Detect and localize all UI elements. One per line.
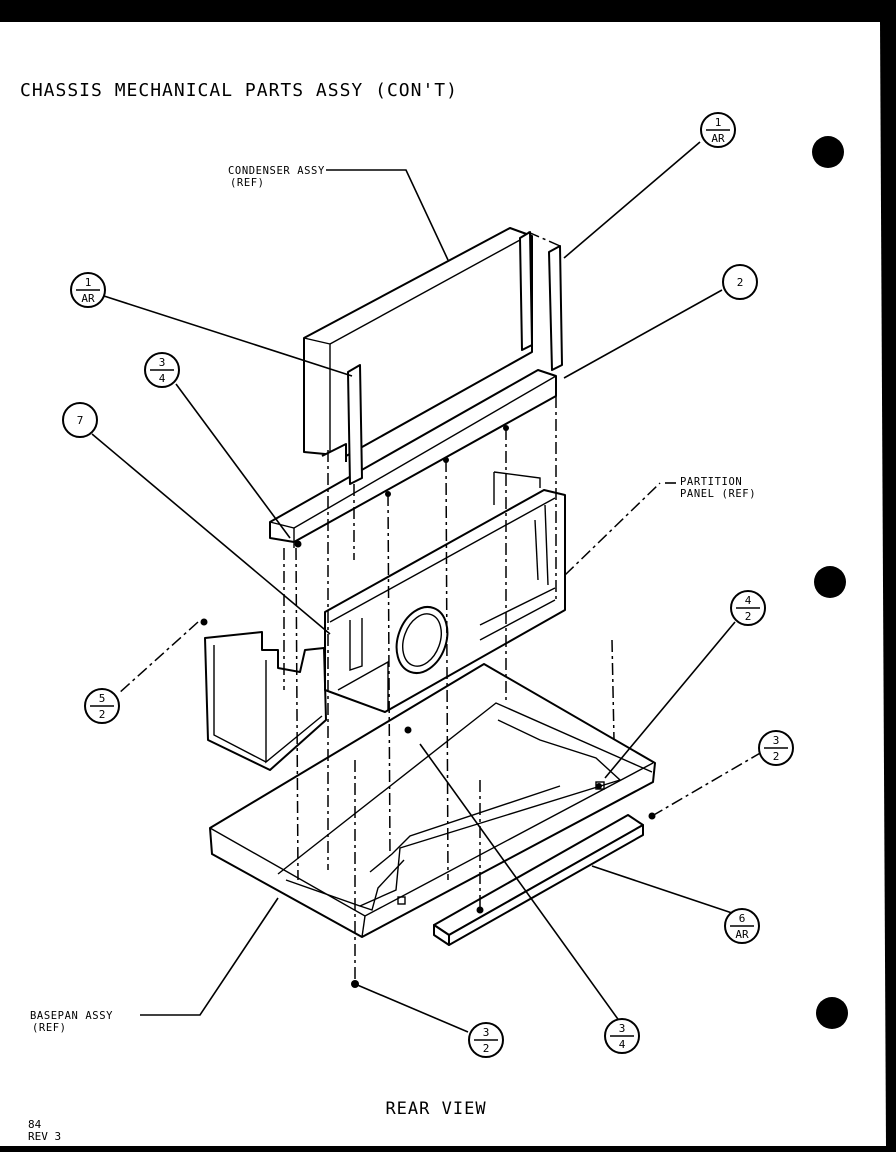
callout-c2: 1 AR	[70, 272, 106, 308]
callout-c9: 6 AR	[724, 908, 760, 944]
callout-c4: 3 4	[144, 352, 180, 388]
callout-c6-top: 5	[99, 692, 106, 705]
callout-c8: 3 2	[758, 730, 794, 766]
callout-c8-bottom: 2	[773, 750, 780, 763]
partition-label-line1: PARTITION	[680, 476, 742, 488]
callout-c11-top: 3	[619, 1022, 626, 1035]
callout-c1-bottom: AR	[711, 132, 725, 145]
callout-c9-top: 6	[739, 912, 746, 925]
footer-page-number: 84	[28, 1118, 42, 1131]
callout-c10-top: 3	[483, 1026, 490, 1039]
basepan-label-line2: (REF)	[32, 1022, 67, 1034]
callout-c4-bottom: 4	[159, 372, 166, 385]
binder-hole-bottom	[816, 997, 848, 1029]
leader-lines	[91, 141, 739, 1033]
view-label: REAR VIEW	[385, 1099, 486, 1119]
callout-c3-top: 2	[737, 276, 744, 289]
basepan-label: BASEPAN ASSY (REF)	[30, 1010, 113, 1034]
condenser-label-line2: (REF)	[230, 177, 265, 189]
alignment-lines	[117, 231, 763, 985]
condenser-label: CONDENSER ASSY (REF)	[228, 165, 325, 189]
callout-c5: 7	[62, 402, 98, 438]
callout-c5-top: 7	[77, 414, 84, 427]
callout-c1-top: 1	[715, 116, 722, 129]
callout-c2-bottom: AR	[81, 292, 95, 305]
basepan-label-line1: BASEPAN ASSY	[30, 1010, 113, 1022]
callout-c1: 1 AR	[700, 112, 736, 148]
callout-c11: 3 4	[604, 1018, 640, 1054]
basepan-assy	[209, 663, 656, 938]
callout-c6-bottom: 2	[99, 708, 106, 721]
callout-c9-bottom: AR	[735, 928, 749, 941]
callout-c7-top: 4	[745, 594, 752, 607]
callout-c2-top: 1	[85, 276, 92, 289]
footer-revision: REV 3	[28, 1130, 61, 1143]
side-bracket	[204, 631, 327, 771]
front-bar-part-6	[433, 814, 644, 946]
diagram-title: CHASSIS MECHANICAL PARTS ASSY (CON'T)	[20, 80, 458, 101]
callout-c3: 2	[722, 264, 758, 300]
condenser-assy	[303, 227, 563, 485]
callout-c10: 3 2	[468, 1022, 504, 1058]
partition-label: PARTITION PANEL (REF)	[680, 476, 756, 500]
callout-c7-bottom: 2	[745, 610, 752, 623]
condenser-label-line1: CONDENSER ASSY	[228, 165, 325, 177]
callout-c11-bottom: 4	[619, 1038, 626, 1051]
binder-hole-middle	[814, 566, 846, 598]
partition-panel	[324, 471, 566, 713]
callout-c10-bottom: 2	[483, 1042, 490, 1055]
callout-c6: 5 2	[84, 688, 120, 724]
callout-c4-top: 3	[159, 356, 166, 369]
callout-c7: 4 2	[730, 590, 766, 626]
screw-dots	[200, 425, 656, 988]
partition-label-line2: PANEL (REF)	[680, 488, 756, 500]
callout-c8-top: 3	[773, 734, 780, 747]
binder-hole-top	[812, 136, 844, 168]
